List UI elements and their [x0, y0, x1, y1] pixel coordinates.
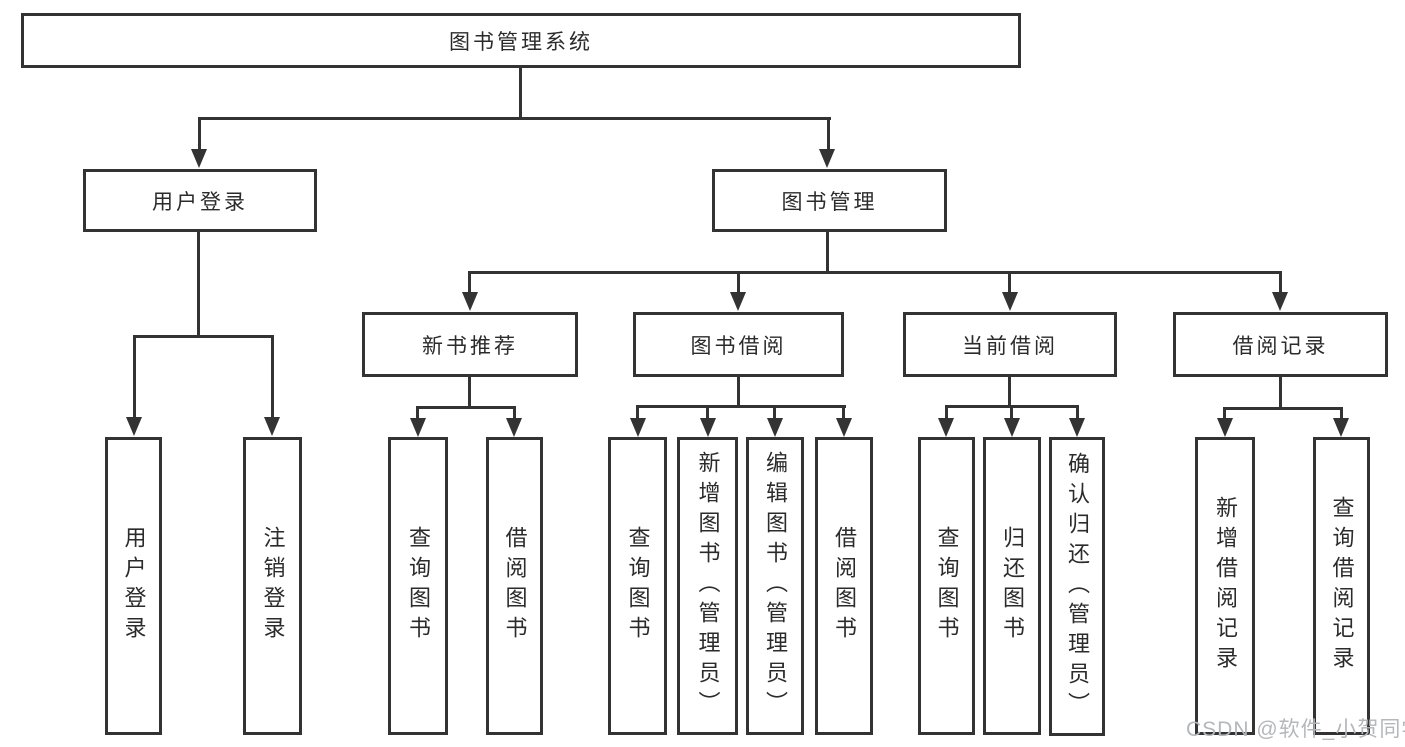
leaf-add-book-admin: 新增图书（管理员） — [677, 437, 738, 735]
arrow-down-icon — [410, 418, 426, 437]
connector-line — [1223, 407, 1343, 410]
arrow-down-icon — [126, 417, 142, 436]
connector-line — [1008, 271, 1011, 292]
node-user-login-label: 用户登录 — [152, 190, 248, 214]
node-book-management-label: 图书管理 — [781, 190, 878, 214]
node-user-login: 用户登录 — [83, 169, 317, 232]
leaf-logout: 注销登录 — [243, 437, 302, 735]
node-book-management: 图书管理 — [712, 169, 947, 232]
node-new-book-recommend-label: 新书推荐 — [422, 334, 518, 358]
connector-line — [636, 405, 846, 408]
connector-line — [468, 377, 471, 406]
connector-line — [468, 271, 471, 292]
leaf-add-borrow-record: 新增借阅记录 — [1195, 437, 1255, 735]
arrow-down-icon — [462, 292, 478, 311]
node-root: 图书管理系统 — [21, 13, 1021, 68]
connector-line — [737, 271, 740, 292]
leaf-confirm-return-admin-label: 确认归还（管理员） — [1065, 451, 1090, 722]
connector-line — [636, 405, 639, 418]
arrow-down-icon — [506, 418, 522, 437]
connector-line — [133, 335, 274, 338]
arrow-down-icon — [630, 418, 646, 437]
arrow-down-icon — [1002, 292, 1018, 311]
node-borrow-records: 借阅记录 — [1173, 312, 1388, 377]
leaf-query-books-current: 查询图书 — [918, 437, 975, 735]
arrow-down-icon — [700, 418, 716, 437]
leaf-confirm-return-admin: 确认归还（管理员） — [1049, 437, 1105, 736]
watermark: CSDN @软件_小贺同学 — [1186, 718, 1405, 741]
connector-line — [737, 377, 740, 405]
connector-line — [826, 232, 829, 271]
connector-line — [133, 335, 136, 417]
arrow-down-icon — [819, 149, 835, 168]
connector-line — [1340, 407, 1343, 418]
leaf-add-book-admin-label: 新增图书（管理员） — [695, 451, 721, 721]
connector-line — [1223, 407, 1226, 418]
arrow-down-icon — [264, 417, 280, 436]
leaf-add-borrow-record-label: 新增借阅记录 — [1213, 496, 1238, 676]
connector-line — [827, 117, 830, 149]
connector-line — [271, 335, 274, 417]
arrow-down-icon — [1069, 418, 1085, 437]
leaf-query-books-current-label: 查询图书 — [934, 526, 960, 646]
connector-line — [1279, 271, 1282, 292]
leaf-query-books-borrow-label: 查询图书 — [625, 526, 651, 646]
node-book-borrow: 图书借阅 — [633, 312, 844, 377]
arrow-down-icon — [1333, 418, 1349, 437]
connector-line — [513, 406, 516, 418]
leaf-edit-book-admin: 编辑图书（管理员） — [746, 437, 804, 735]
leaf-query-books-borrow: 查询图书 — [608, 437, 667, 735]
connector-line — [198, 117, 201, 149]
leaf-query-books-recommend-label: 查询图书 — [406, 526, 431, 646]
connector-line — [945, 405, 948, 418]
leaf-query-books-recommend: 查询图书 — [388, 437, 448, 735]
node-current-borrow: 当前借阅 — [903, 312, 1117, 377]
connector-line — [1279, 377, 1282, 407]
connector-line — [1008, 377, 1011, 405]
leaf-user-login-label: 用户登录 — [121, 526, 147, 646]
arrow-down-icon — [730, 292, 746, 311]
connector-line — [773, 405, 776, 418]
leaf-borrow-books: 借阅图书 — [815, 437, 873, 735]
leaf-edit-book-admin-label: 编辑图书（管理员） — [763, 451, 788, 721]
connector-line — [416, 406, 419, 418]
node-borrow-records-label: 借阅记录 — [1232, 334, 1329, 358]
connector-line — [468, 271, 1282, 274]
leaf-return-books: 归还图书 — [983, 437, 1041, 735]
arrow-down-icon — [1272, 292, 1288, 311]
leaf-user-login: 用户登录 — [105, 437, 162, 735]
connector-line — [416, 406, 516, 409]
leaf-logout-label: 注销登录 — [260, 526, 286, 646]
node-root-label: 图书管理系统 — [449, 30, 593, 54]
connector-line — [198, 117, 831, 120]
node-current-borrow-label: 当前借阅 — [962, 334, 1058, 358]
connector-line — [197, 232, 200, 335]
leaf-borrow-books-recommend-label: 借阅图书 — [502, 526, 528, 646]
arrow-down-icon — [767, 418, 783, 437]
connector-line — [519, 68, 522, 117]
leaf-borrow-books-recommend: 借阅图书 — [486, 437, 543, 735]
arrow-down-icon — [191, 149, 207, 168]
connector-line — [1076, 405, 1079, 418]
connector-line — [706, 405, 709, 418]
arrow-down-icon — [1217, 418, 1233, 437]
leaf-query-borrow-record: 查询借阅记录 — [1313, 437, 1370, 735]
arrow-down-icon — [938, 418, 954, 437]
node-new-book-recommend: 新书推荐 — [362, 312, 578, 377]
connector-line — [842, 405, 845, 418]
node-book-borrow-label: 图书借阅 — [690, 334, 787, 358]
leaf-query-borrow-record-label: 查询借阅记录 — [1329, 496, 1355, 676]
connector-line — [1010, 405, 1013, 418]
arrow-down-icon — [836, 418, 852, 437]
leaf-return-books-label: 归还图书 — [1000, 526, 1025, 646]
arrow-down-icon — [1004, 418, 1020, 437]
leaf-borrow-books-label: 借阅图书 — [832, 526, 857, 646]
